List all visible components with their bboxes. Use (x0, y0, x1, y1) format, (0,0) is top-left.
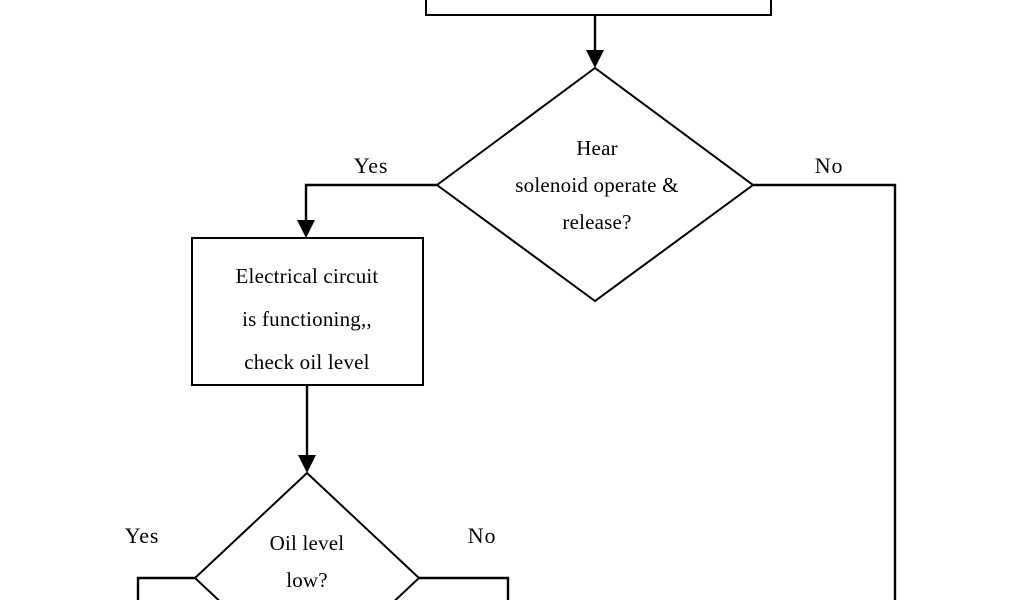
circuit-box-line1: Electrical circuit (236, 264, 379, 288)
top-box-shape (425, 0, 772, 16)
circuit-box-line3: check oil level (244, 350, 369, 374)
circuit-box-shape (191, 237, 424, 386)
edge-label-oil-yes: Yes (125, 523, 159, 548)
edge-line (753, 183, 897, 600)
arrow-head-down-icon (586, 50, 604, 68)
edge-topbox-to-solenoid (586, 15, 604, 68)
node-oil-decision[interactable]: Oil level low? (193, 471, 421, 600)
edge-solenoid-yes (297, 183, 437, 238)
arrow-head-down-icon (298, 455, 316, 473)
edge-label-solenoid-yes: Yes (354, 153, 388, 178)
solenoid-decision-line3: release? (562, 210, 631, 234)
edge-solenoid-no (753, 183, 897, 600)
node-solenoid-decision[interactable]: Hear solenoid operate & release? (435, 66, 755, 303)
edge-label-oil-no: No (468, 523, 497, 548)
edge-oil-yes (136, 576, 195, 600)
edge-circuitbox-to-oil (298, 385, 316, 473)
solenoid-decision-line2: solenoid operate & (515, 173, 678, 197)
arrow-head-down-icon (297, 220, 315, 238)
edge-label-solenoid-no: No (815, 153, 844, 178)
edge-line (304, 183, 437, 227)
solenoid-decision-shape (435, 66, 755, 303)
edge-line (136, 576, 195, 600)
solenoid-decision-line1: Hear (576, 136, 618, 160)
node-top-box[interactable] (425, 0, 772, 16)
oil-decision-line1: Oil level (270, 531, 345, 555)
node-circuit-box[interactable]: Electrical circuit is functioning,, chec… (191, 237, 424, 386)
edge-oil-no (419, 576, 510, 600)
circuit-box-line2: is functioning,, (242, 307, 372, 331)
oil-decision-shape (193, 471, 421, 600)
edge-line (419, 576, 510, 600)
oil-decision-line2: low? (286, 568, 328, 592)
